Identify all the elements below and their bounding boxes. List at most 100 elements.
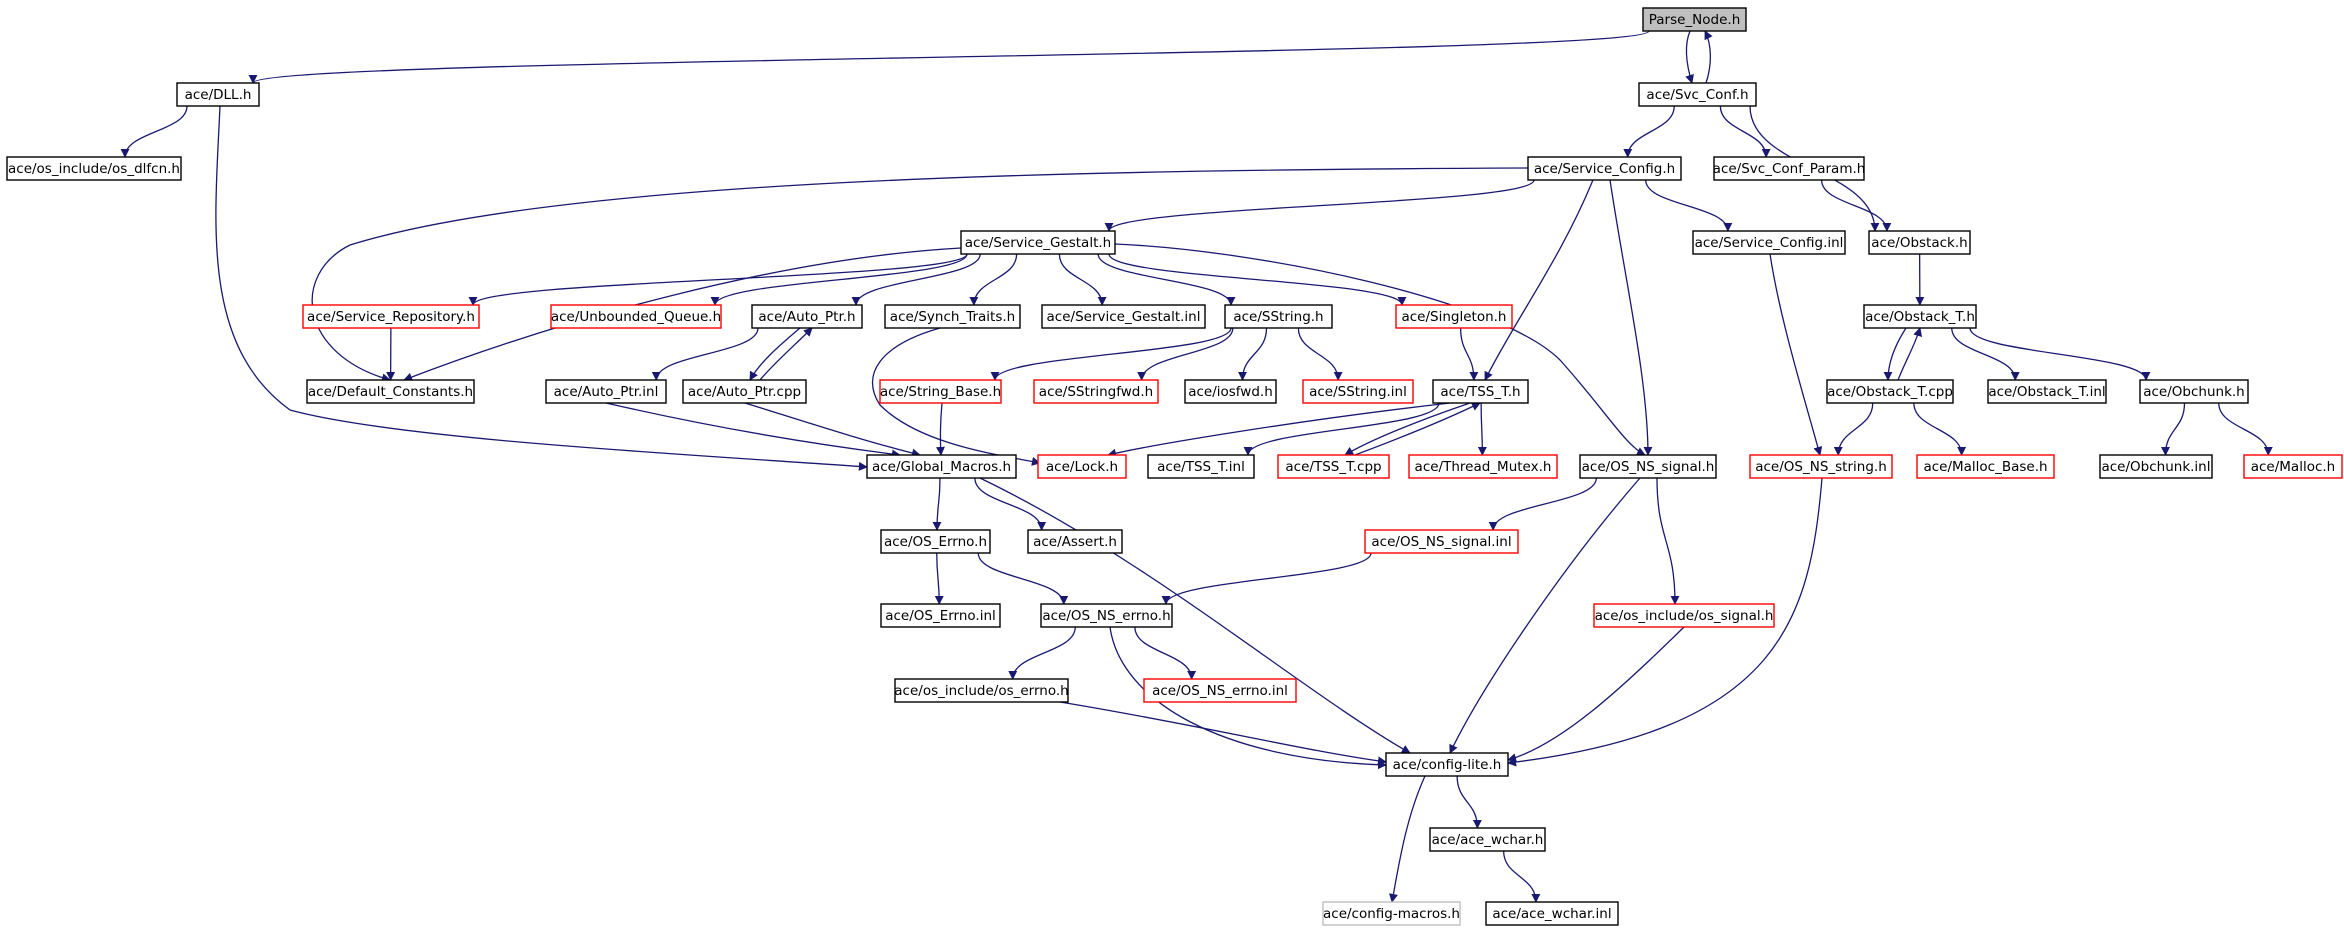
node-config-macros[interactable]: ace/config-macros.h [1322, 901, 1461, 926]
node-string-base[interactable]: ace/String_Base.h [879, 379, 1002, 404]
edge-service_config_h-to-os_ns_signal_h [1609, 179, 1653, 456]
node-singleton[interactable]: ace/Singleton.h [1395, 304, 1513, 329]
edge-ace_wchar_h-to-ace_wchar_inl [1502, 850, 1541, 903]
node-obstack-t-inl[interactable]: ace/Obstack_T.inl [1987, 379, 2107, 404]
node-sstring-h[interactable]: ace/SString.h [1224, 304, 1333, 329]
edge-os_ns_errno_h-to-os_include_os_errno [1008, 626, 1076, 680]
node-os-ns-errno-inl[interactable]: ace/OS_NS_errno.inl [1143, 678, 1297, 703]
node-os-errno-inl[interactable]: ace/OS_Errno.inl [880, 603, 1001, 628]
node-box [1593, 603, 1775, 628]
node-box [550, 304, 722, 329]
node-obchunk-h[interactable]: ace/Obchunk.h [2139, 379, 2249, 404]
node-synch-traits[interactable]: ace/Synch_Traits.h [884, 304, 1021, 329]
node-label: ace/Thread_Mutex.h [1415, 459, 1552, 475]
edge-sstring_h-to-sstring_inl [1297, 327, 1343, 381]
node-label: ace/Default_Constants.h [308, 384, 473, 400]
node-box [1579, 454, 1717, 479]
node-assert[interactable]: ace/Assert.h [1027, 529, 1123, 554]
node-os-include-os-errno[interactable]: ace/os_include/os_errno.h [894, 678, 1069, 703]
node-svc-conf-param[interactable]: ace/Svc_Conf_Param.h [1713, 156, 1866, 181]
node-ace-wchar-h[interactable]: ace/ace_wchar.h [1429, 827, 1546, 852]
node-auto-ptr-inl[interactable]: ace/Auto_Ptr.inl [545, 379, 667, 404]
edge-global_macros-to-assert [974, 477, 1047, 531]
node-label: ace/DLL.h [185, 87, 252, 103]
node-box [1322, 901, 1461, 926]
edge-service_gestalt-to-singleton [1108, 253, 1407, 306]
node-box [1364, 529, 1519, 554]
node-os-errno-h[interactable]: ace/OS_Errno.h [880, 529, 991, 554]
edge-tss_t_h-to-tss_t_inl [1243, 402, 1440, 456]
edge-service_config_h-to-default_constants [311, 167, 1529, 383]
node-box [1395, 304, 1513, 329]
node-service-gestalt-inl[interactable]: ace/Service_Gestalt.inl [1041, 304, 1206, 329]
node-os-include-os-signal[interactable]: ace/os_include/os_signal.h [1593, 603, 1775, 628]
node-os-ns-signal-inl[interactable]: ace/OS_NS_signal.inl [1364, 529, 1519, 554]
node-lock[interactable]: ace/Lock.h [1037, 454, 1127, 479]
node-service-config-inl[interactable]: ace/Service_Config.inl [1692, 230, 1846, 255]
node-label: ace/Service_Gestalt.inl [1047, 309, 1201, 325]
node-sstringfwd[interactable]: ace/SStringfwd.h [1033, 379, 1159, 404]
node-auto-ptr-cpp[interactable]: ace/Auto_Ptr.cpp [682, 379, 807, 404]
node-box [1224, 304, 1333, 329]
node-box [2139, 379, 2249, 404]
node-ace-wchar-inl[interactable]: ace/ace_wchar.inl [1485, 901, 1619, 926]
node-auto-ptr-h[interactable]: ace/Auto_Ptr.h [751, 304, 863, 329]
edge-dll-to-global_macros [215, 105, 868, 471]
node-unbounded-queue[interactable]: ace/Unbounded_Queue.h [550, 304, 722, 329]
node-os-dlfcn[interactable]: ace/os_include/os_dlfcn.h [6, 156, 182, 181]
node-box [1863, 304, 1977, 329]
node-dll[interactable]: ace/DLL.h [176, 82, 260, 107]
node-box [6, 156, 182, 181]
edge-obstack_t_cpp-to-obstack_t_h [1897, 327, 1923, 381]
node-tss-t-inl[interactable]: ace/TSS_T.inl [1147, 454, 1255, 479]
node-sstring-inl[interactable]: ace/SString.inl [1302, 379, 1414, 404]
edge-config_lite-to-config_macros [1389, 775, 1426, 903]
node-iosfwd[interactable]: ace/iosfwd.h [1184, 379, 1277, 404]
edge-obstack_t_cpp-to-os_ns_string [1833, 402, 1874, 456]
node-label: ace/Obstack_T.h [1865, 309, 1975, 325]
edge-global_macros-to-config_lite [979, 477, 1411, 754]
node-malloc[interactable]: ace/Malloc.h [2243, 454, 2343, 479]
node-box [1642, 7, 1747, 32]
node-tss-t-h[interactable]: ace/TSS_T.h [1432, 379, 1529, 404]
node-obstack[interactable]: ace/Obstack.h [1868, 230, 1971, 255]
node-tss-t-cpp[interactable]: ace/TSS_T.cpp [1277, 454, 1390, 479]
node-label: ace/Service_Gestalt.h [965, 235, 1111, 251]
node-malloc-base[interactable]: ace/Malloc_Base.h [1916, 454, 2055, 479]
node-config-lite[interactable]: ace/config-lite.h [1385, 752, 1509, 777]
node-obstack-t-cpp[interactable]: ace/Obstack_T.cpp [1826, 379, 1954, 404]
edge-auto_ptr_cpp-to-auto_ptr_h [759, 327, 813, 381]
node-box [1868, 230, 1971, 255]
edge-parse_node-to-dll [248, 30, 1650, 84]
node-box [1302, 379, 1414, 404]
node-os-ns-string[interactable]: ace/OS_NS_string.h [1749, 454, 1893, 479]
node-box [1485, 901, 1619, 926]
node-label: ace/Synch_Traits.h [890, 309, 1015, 325]
node-label: ace/OS_NS_signal.h [1582, 459, 1715, 475]
edge-sstring_h-to-sstringfwd [1137, 327, 1234, 381]
node-os-ns-errno-h[interactable]: ace/OS_NS_errno.h [1040, 603, 1173, 628]
node-obchunk-inl[interactable]: ace/Obchunk.inl [2099, 454, 2213, 479]
node-label: ace/OS_Errno.h [884, 534, 987, 550]
node-thread-mutex[interactable]: ace/Thread_Mutex.h [1408, 454, 1558, 479]
node-os-ns-signal-h[interactable]: ace/OS_NS_signal.h [1579, 454, 1717, 479]
node-box [960, 230, 1116, 255]
edge-os_errno_h-to-os_ns_errno_h [977, 552, 1069, 605]
node-box [1385, 752, 1509, 777]
node-service-gestalt[interactable]: ace/Service_Gestalt.h [960, 230, 1116, 255]
node-service-repository[interactable]: ace/Service_Repository.h [302, 304, 480, 329]
node-default-constants[interactable]: ace/Default_Constants.h [306, 379, 475, 404]
node-obstack-t-h[interactable]: ace/Obstack_T.h [1863, 304, 1977, 329]
edge-os_ns_errno_h-to-os_ns_errno_inl [1134, 626, 1197, 680]
node-label: ace/Obchunk.h [2143, 384, 2245, 400]
node-label: ace/Lock.h [1046, 459, 1118, 475]
node-box [1987, 379, 2107, 404]
node-svc-conf[interactable]: ace/Svc_Conf.h [1638, 82, 1757, 107]
node-label: ace/Auto_Ptr.cpp [688, 384, 801, 400]
node-service-config-h[interactable]: ace/Service_Config.h [1527, 156, 1682, 181]
node-label: ace/SString.h [1233, 309, 1323, 325]
node-global-macros[interactable]: ace/Global_Macros.h [866, 454, 1017, 479]
edge-os_ns_signal_inl-to-os_ns_errno_h [1161, 552, 1372, 605]
node-box [1429, 827, 1546, 852]
edge-auto_ptr_h-to-auto_ptr_inl [651, 327, 759, 381]
